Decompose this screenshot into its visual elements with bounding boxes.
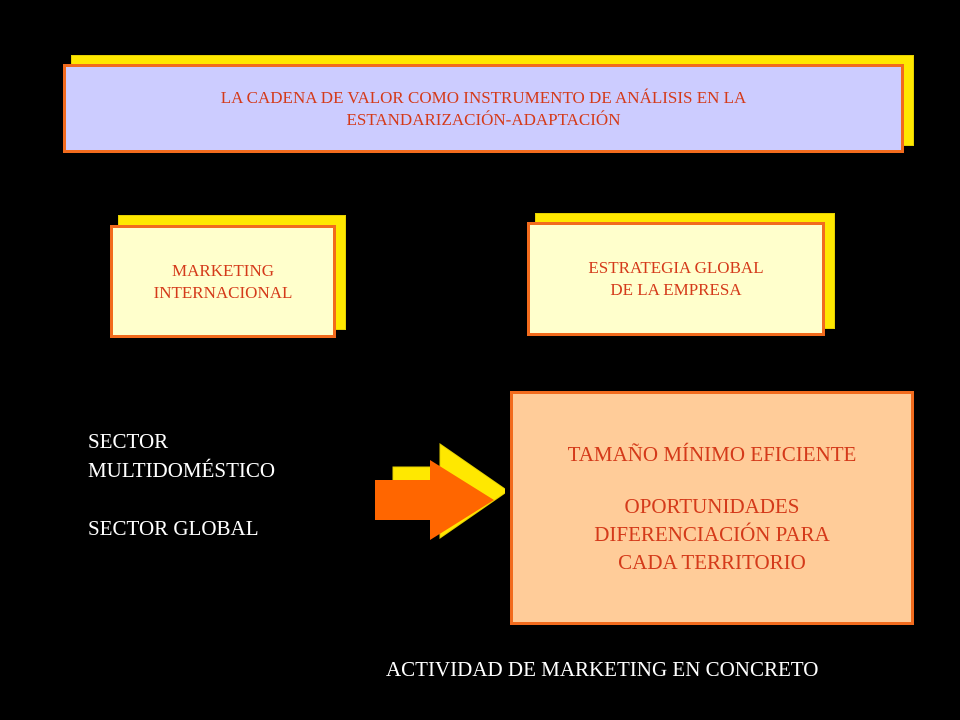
title-line-2: ESTANDARIZACIÓN-ADAPTACIÓN: [346, 109, 621, 129]
title-line-1: LA CADENA DE VALOR COMO INSTRUMENTO DE A…: [220, 87, 747, 107]
outcome-line-2: OPORTUNIDADES: [624, 494, 800, 518]
arrow-body: [375, 460, 494, 540]
title-box: LA CADENA DE VALOR COMO INSTRUMENTO DE A…: [63, 64, 904, 153]
sector-line-3: SECTOR GLOBAL: [88, 516, 259, 540]
outcome-line-1: TAMAÑO MÍNIMO EFICIENTE: [567, 442, 857, 466]
right-arrow-icon: [375, 443, 505, 540]
estrategia-line-1: ESTRATEGIA GLOBAL: [588, 258, 764, 277]
marketing-line-2: INTERNACIONAL: [153, 282, 293, 302]
outcome-line-3: DIFERENCIACIÓN PARA: [594, 522, 830, 546]
marketing-internacional-box: MARKETING INTERNACIONAL: [110, 225, 336, 338]
estrategia-line-2: DE LA EMPRESA: [610, 280, 742, 299]
outcome-line-4: CADA TERRITORIO: [618, 550, 806, 574]
estrategia-global-box: ESTRATEGIA GLOBAL DE LA EMPRESA: [527, 222, 825, 336]
footer-text: ACTIVIDAD DE MARKETING EN CONCRETO: [386, 657, 819, 681]
outcome-box: TAMAÑO MÍNIMO EFICIENTE OPORTUNIDADES DI…: [510, 391, 914, 625]
marketing-line-1: MARKETING: [172, 260, 274, 280]
sector-line-2: MULTIDOMÉSTICO: [88, 458, 276, 482]
sector-line-1: SECTOR: [88, 429, 169, 453]
sector-labels: SECTOR MULTIDOMÉSTICO SECTOR GLOBAL: [88, 427, 275, 543]
